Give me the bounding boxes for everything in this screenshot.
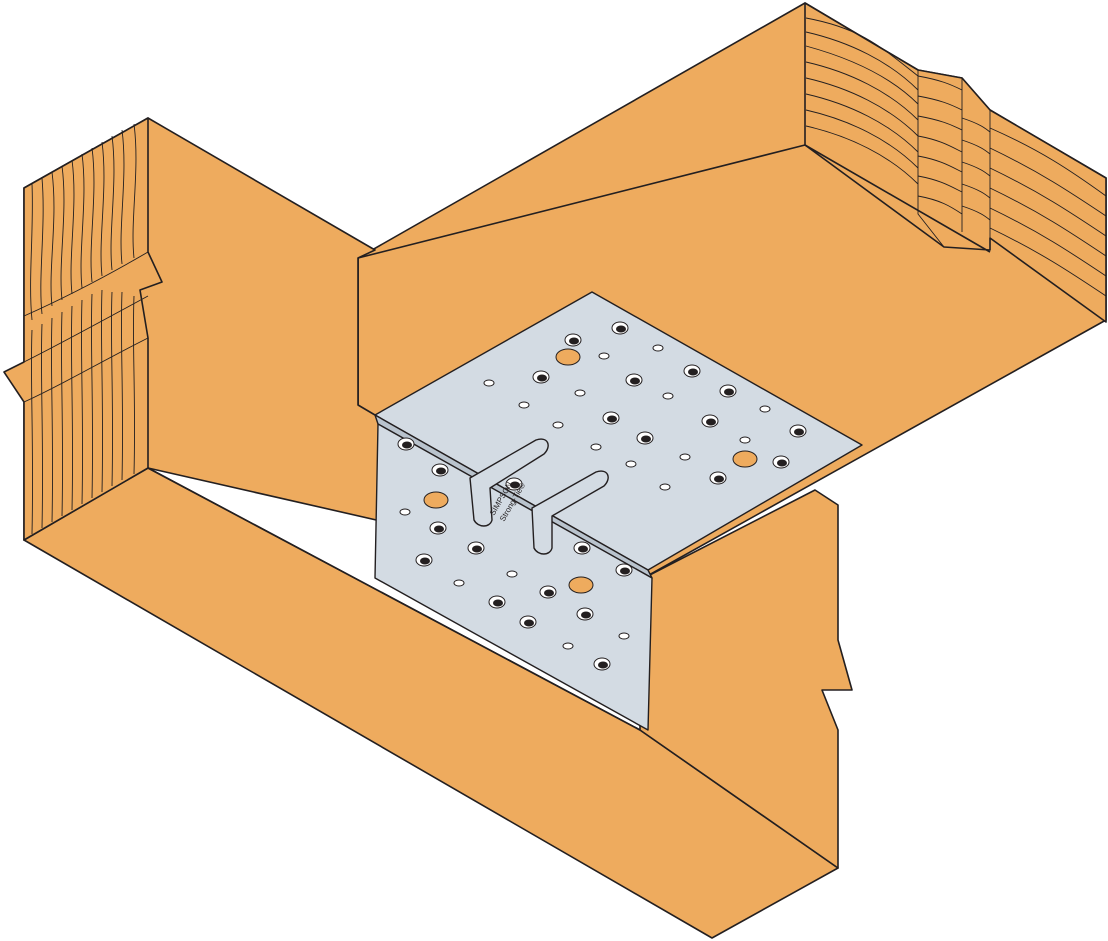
nail-slot <box>453 579 465 587</box>
nail-slot <box>618 632 630 640</box>
fastener-hole <box>615 563 633 577</box>
nail-slot <box>662 392 674 400</box>
fastener-hole <box>532 370 550 384</box>
nail-slot <box>574 389 586 397</box>
post <box>639 489 853 869</box>
upper-beam-top-edge <box>357 144 991 259</box>
fastener-hole <box>429 521 447 535</box>
nail-slot <box>518 401 530 409</box>
fastener-hole <box>564 333 582 347</box>
fastener-hole <box>573 541 591 555</box>
nail-slot <box>590 443 602 451</box>
nail-slot <box>679 453 691 461</box>
fastener-hole <box>467 541 485 555</box>
lower-beam <box>3 117 839 939</box>
nail-slot <box>625 460 637 468</box>
fastener-hole <box>719 384 737 398</box>
bolt-hole <box>423 491 449 509</box>
bolt-hole <box>568 576 594 594</box>
nail-slot <box>483 379 495 387</box>
bolt-hole <box>555 348 581 366</box>
upper-beam-end-grain <box>804 2 1107 323</box>
nail-slot <box>552 421 564 429</box>
fastener-hole <box>709 471 727 485</box>
fastener-hole <box>539 585 557 599</box>
bracket-fastener-holes <box>397 321 807 671</box>
fastener-hole <box>772 455 790 469</box>
nail-slot <box>506 570 518 578</box>
nail-slot <box>562 642 574 650</box>
fastener-hole <box>519 615 537 629</box>
nail-slot <box>652 344 664 352</box>
fastener-hole <box>505 477 523 491</box>
bracket-stiffener-ribs <box>469 438 609 555</box>
fastener-hole <box>602 411 620 425</box>
fastener-hole <box>611 321 629 335</box>
lower-beam-long-edge <box>147 467 641 731</box>
nail-slot <box>598 352 610 360</box>
stiffener-rib-1 <box>469 438 549 527</box>
fastener-hole <box>415 553 433 567</box>
angle-bracket: SIMPSON Strong-Tie® <box>374 291 863 731</box>
fastener-hole <box>593 657 611 671</box>
stiffener-rib-2 <box>531 470 609 555</box>
fastener-hole <box>636 431 654 445</box>
upper-beam-grain-lines <box>805 17 1107 297</box>
nail-slot <box>399 508 411 516</box>
fastener-hole <box>789 424 807 438</box>
bolt-hole <box>732 450 758 468</box>
fastener-hole <box>488 595 506 609</box>
fastener-hole <box>576 607 594 621</box>
nail-slot <box>739 436 751 444</box>
nail-slot <box>759 405 771 413</box>
lower-beam-grain-lines <box>23 123 149 535</box>
fastener-hole <box>397 437 415 451</box>
fastener-hole <box>625 373 643 387</box>
fastener-hole <box>683 364 701 378</box>
fastener-hole <box>701 414 719 428</box>
fastener-hole <box>431 463 449 477</box>
nail-slot <box>659 483 671 491</box>
post-front-face <box>639 489 853 869</box>
